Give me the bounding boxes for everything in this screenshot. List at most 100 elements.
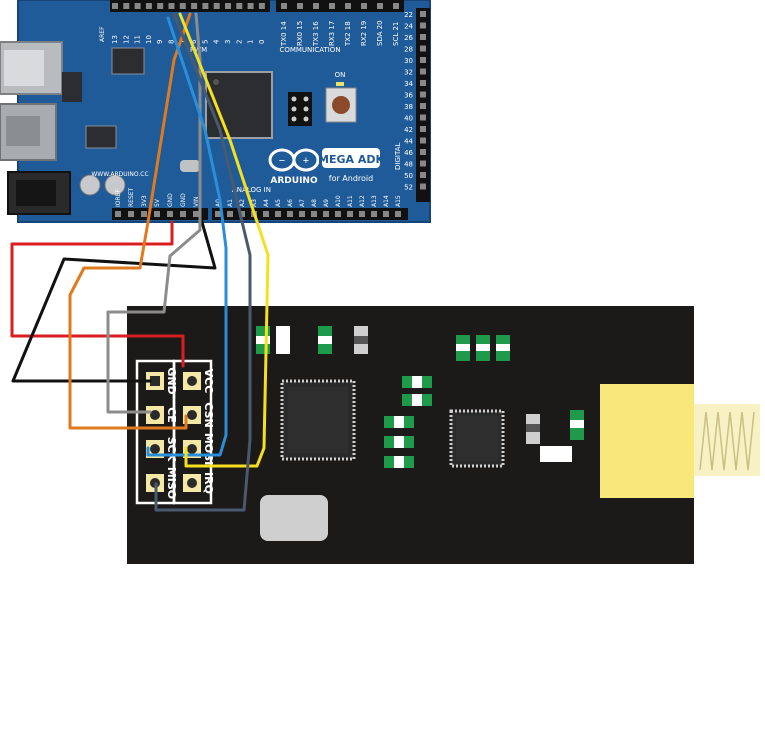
power-header-pin [141,211,147,217]
power-header-pin [180,211,186,217]
right-header-pin-label: 44 [404,138,413,146]
power-pin-label: 5V [154,198,161,207]
module-pin-mosi-label: MOSI [202,433,215,465]
analog-header-pin [299,211,305,217]
power-pin-label: IOREF [115,189,122,207]
svg-text:+: + [303,155,309,167]
right-header-pin [420,80,426,86]
analog-pin-label: A12 [359,195,366,207]
digital-header-pin [258,3,265,9]
comm-header-pin [281,3,287,9]
power-header-pin [115,211,121,217]
ce-wire [68,12,192,430]
comm-header-pin [313,3,319,9]
module-pin-vcc-hole [187,376,197,386]
analog-pin-label: A6 [287,199,294,207]
analog-header-pin [359,211,365,217]
digital-header-pin [213,3,220,9]
right-header-pin [420,34,426,40]
communication-label: COMMUNICATION [279,46,340,54]
website-text: WWW.ARDUINO.CC [91,171,148,178]
right-header-pin-label: 26 [404,34,413,42]
module-pcb [127,306,694,564]
module-pin-mosi-hole [187,444,197,454]
comm-header-pin-label: SDA 20 [376,20,384,46]
right-header-pin [420,68,426,75]
arduino-mega-adk-board: ON − + ARDUINO MEGA ADK for Android WWW.… [0,0,431,223]
digital-header-pin [134,3,141,9]
digital-header-pin-label: 7 [179,40,187,44]
digital-header-pin-label: 9 [156,40,164,44]
digital-header-pin [202,3,209,9]
right-header-pin-label: 22 [404,11,413,19]
analog-pin-label: A9 [323,199,330,207]
right-header-pin-label: 46 [404,149,413,157]
right-header-pin [420,114,426,121]
digital-header-pin [157,3,164,9]
right-header-pin [420,103,426,109]
digital-header-pin [179,3,186,9]
digital-header-pin [247,3,254,9]
arduino-logo: − + [268,148,320,172]
power-header-pin [128,211,134,217]
digital-header-pin-label: 2 [235,40,243,44]
digital-header-pin [123,3,130,9]
right-header-pin [420,172,426,178]
pin-header-right-column [172,359,213,505]
miso-wire [154,12,252,512]
comm-header-pin-label: RX3 17 [328,21,336,46]
analog-pin-label: A1 [227,199,234,207]
digital-header-pin-label: 6 [190,39,198,44]
comm-header-pin [361,3,367,9]
digital-header-pin-label: 3 [224,40,232,44]
model-text: MEGA ADK [318,153,384,166]
sck-wire [146,16,228,457]
digital-header-pin [225,3,231,9]
right-header-pin [420,91,426,98]
right-header-pin [420,45,426,52]
power-header-pin [154,211,160,217]
right-header-pin-label: 38 [404,103,413,111]
comm-header-pin-label: TX3 16 [312,21,320,47]
wires [10,12,270,512]
on-led [336,82,344,86]
right-header-pin-label: 42 [404,126,413,134]
gnd-wire [11,213,217,383]
analog-pin-label: A4 [263,199,270,207]
analog-pin-label: A5 [275,199,282,207]
analog-header-pin [263,211,269,217]
comm-header-pin-label: RX2 19 [360,21,368,46]
power-pin-label: VIN [193,197,200,207]
right-header-pin-label: 32 [404,69,413,77]
right-header-pin [420,57,426,63]
module-pin-gnd-hole [150,376,160,386]
analog-header-pin [335,211,341,217]
module-pin-irq-hole [187,478,197,488]
crystal [260,495,328,541]
comm-header-pin-label: SCL 21 [392,22,400,46]
digital-header-pin [236,3,243,9]
right-header-pin [420,126,426,132]
analog-header-pin [227,211,233,217]
analog-header-pin [323,211,329,217]
power-pin-label: 3V3 [141,195,148,207]
icsp-header [288,92,312,126]
right-header-pin-label: 36 [404,92,413,100]
analog-header-pin [311,211,317,217]
comm-header-pin [345,3,351,9]
subtitle-text: for Android [329,174,373,183]
csn-wire [106,12,202,414]
analog-header-pin [395,211,401,217]
digital-label: DIGITAL [394,143,402,170]
analog-pin-label: A15 [395,195,402,207]
mosi-wire [178,12,270,468]
digital-header-pin-label: 13 [111,35,119,44]
comm-header [276,0,404,12]
analog-pin-label: A11 [347,195,354,207]
digital-header-pin [168,3,175,9]
comm-header-pin [329,3,335,9]
analog-header-pin [275,211,281,217]
svg-text:−: − [279,155,285,167]
